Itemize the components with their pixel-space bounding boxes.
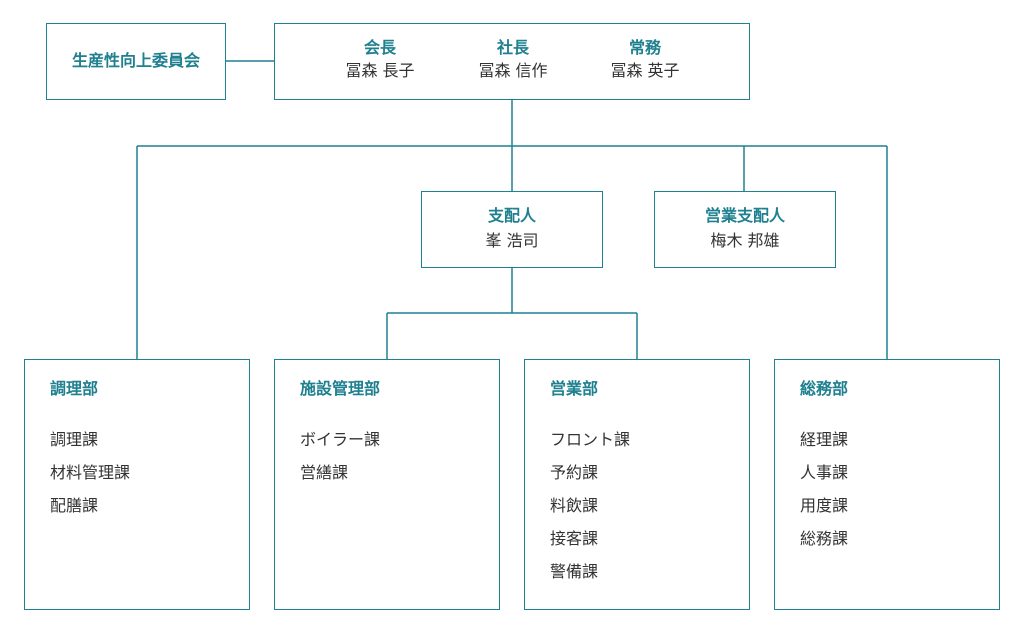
department-general-affairs: 総務部 経理課 人事課 用度課 総務課 [774,359,1000,610]
executive-role: 社長 [496,38,529,57]
executive-name: 冨森 信作 [478,61,548,80]
section-list: 調理課 材料管理課 配膳課 [50,423,130,522]
committee-label: 生産性向上委員会 [71,51,200,70]
section-item: 経理課 [800,430,849,449]
department-title: 施設管理部 [300,379,381,398]
section-item: 材料管理課 [50,463,131,482]
section-item: 営繕課 [300,463,349,482]
manager-box: 支配人 峯 浩司 [421,191,603,268]
section-item: フロント課 [550,430,631,449]
section-list: 経理課 人事課 用度課 総務課 [800,423,848,555]
executive-managing-director: 常務 冨森 英子 [580,37,710,83]
department-cooking: 調理部 調理課 材料管理課 配膳課 [24,359,250,610]
section-item: 総務課 [800,529,849,548]
section-list: フロント課 予約課 料飲課 接客課 警備課 [550,423,630,588]
sales-manager-name: 梅木 邦雄 [710,231,780,250]
committee-box: 生産性向上委員会 [46,23,226,100]
executive-role: 会長 [363,38,396,57]
section-item: 用度課 [800,496,849,515]
section-item: ボイラー課 [300,430,381,449]
manager-role: 支配人 [487,206,536,225]
department-title: 調理部 [50,379,99,398]
executive-role: 常務 [628,38,661,57]
department-sales: 営業部 フロント課 予約課 料飲課 接客課 警備課 [524,359,750,610]
department-title: 総務部 [800,379,849,398]
executive-name: 冨森 英子 [610,61,680,80]
section-item: 予約課 [550,463,599,482]
executive-name: 冨森 長子 [345,61,415,80]
section-item: 料飲課 [550,496,599,515]
section-item: 配膳課 [50,496,99,515]
department-title: 営業部 [550,379,599,398]
section-list: ボイラー課 営繕課 [300,423,380,489]
section-item: 人事課 [800,463,849,482]
section-item: 調理課 [50,430,99,449]
executive-president: 社長 冨森 信作 [448,37,578,83]
department-facilities: 施設管理部 ボイラー課 営繕課 [274,359,500,610]
sales-manager-role: 営業支配人 [704,206,785,225]
section-item: 警備課 [550,562,599,581]
executive-chairman: 会長 冨森 長子 [315,37,445,83]
manager-name: 峯 浩司 [485,231,539,250]
section-item: 接客課 [550,529,599,548]
sales-manager-box: 営業支配人 梅木 邦雄 [654,191,836,268]
executives-box: 会長 冨森 長子 社長 冨森 信作 常務 冨森 英子 [274,23,750,100]
